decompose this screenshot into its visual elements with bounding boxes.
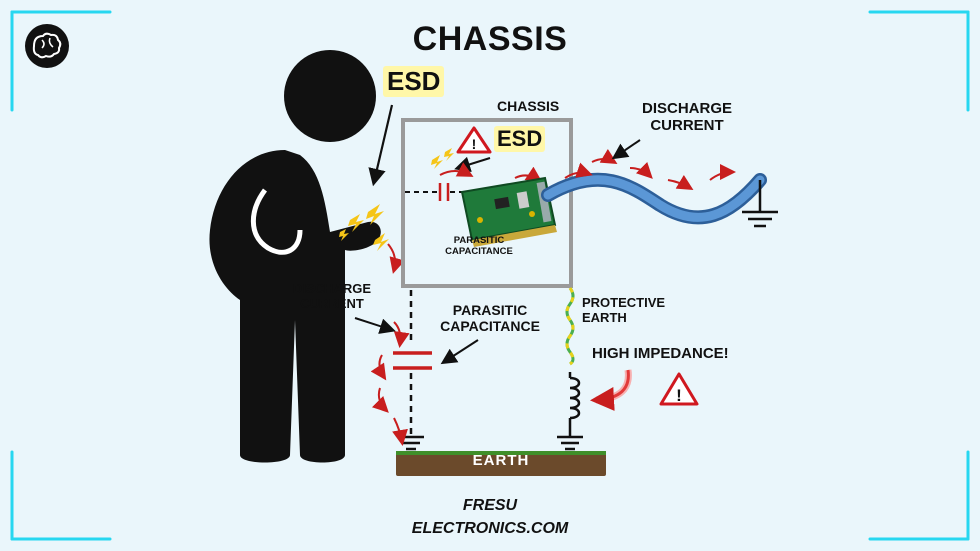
brain-icon — [25, 24, 69, 68]
pcb-board-icon — [460, 176, 557, 247]
chassis-label: CHASSIS — [497, 98, 560, 114]
esd-label-chassis: ESD — [494, 126, 546, 152]
ground-symbol-icon — [742, 180, 778, 228]
esd-pointer-arrow — [368, 104, 394, 187]
high-impedance-label: HIGH IMPEDANCE! — [592, 345, 729, 362]
brand-line-2: ELECTRONICS.COM — [411, 520, 569, 537]
parasitic-capacitance-inner-label: PARASITIC CAPACITANCE — [445, 235, 513, 257]
page-title: CHASSIS — [412, 20, 568, 58]
earth-ground-bar — [396, 451, 606, 476]
lightning-spark-icon — [339, 204, 389, 251]
svg-text:!: ! — [676, 386, 682, 405]
chassis-box — [401, 118, 573, 288]
svg-text:!: ! — [472, 136, 477, 152]
outer-capacitor — [393, 351, 432, 370]
parasitic-capacitance-outer-label: PARASITIC CAPACITANCE — [440, 302, 540, 335]
earth-label: EARTH — [472, 452, 530, 469]
inner-capacitor — [438, 183, 450, 201]
protective-earth-label: PROTECTIVE EARTH — [582, 295, 666, 325]
warning-triangle-icon: ! — [659, 372, 699, 406]
inductor-coil — [569, 376, 581, 420]
discharge-current-left-label: DISCHARGE CURRENT — [292, 281, 371, 311]
ground-symbol-icon — [557, 435, 583, 451]
warning-triangle-icon: ! — [456, 126, 492, 154]
esd-label-person: ESD — [383, 66, 445, 97]
brand-line-1: FRESU — [462, 497, 518, 514]
discharge-current-top-label: DISCHARGE CURRENT — [641, 100, 732, 135]
person-silhouette — [209, 50, 381, 463]
